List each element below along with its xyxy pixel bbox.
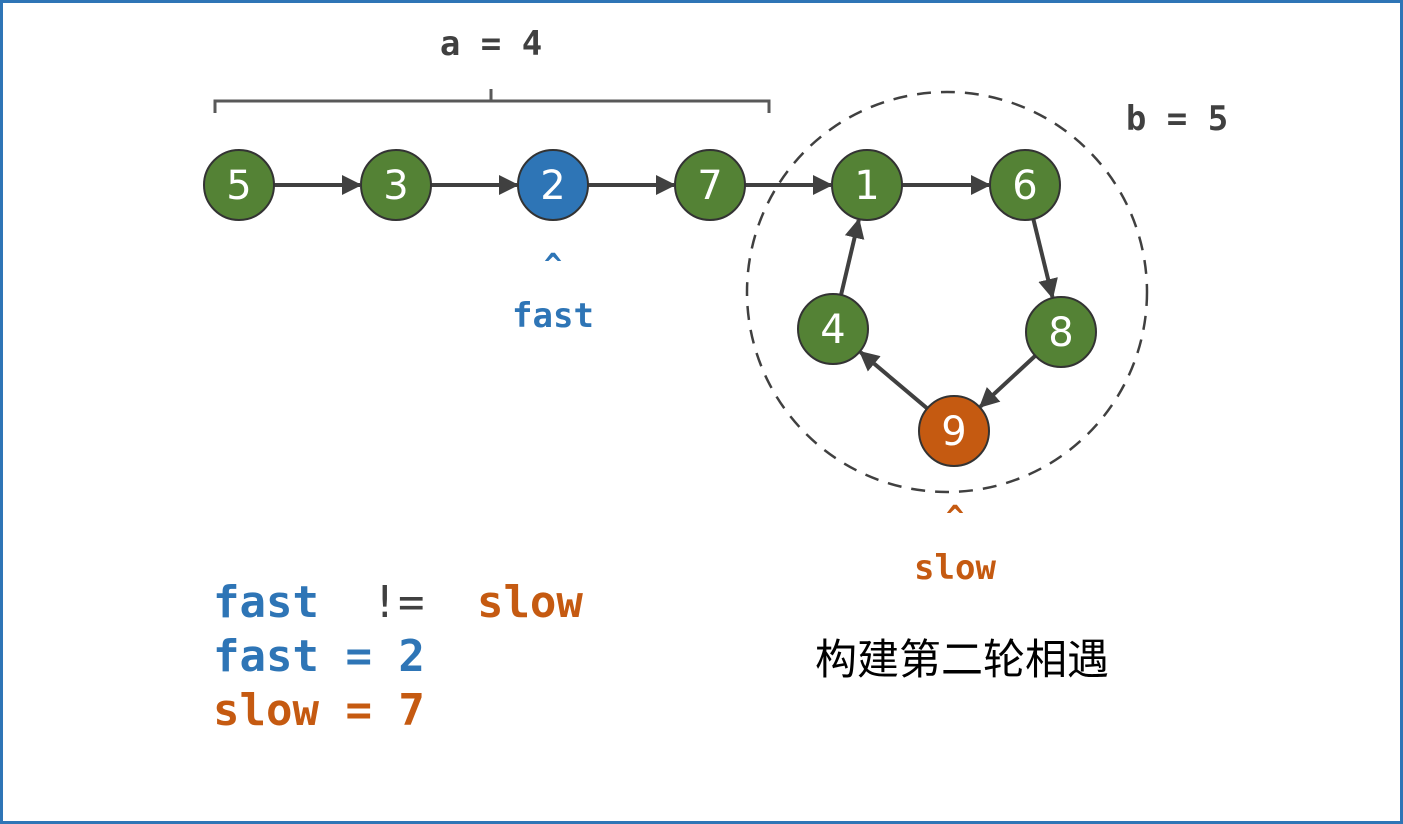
node-value: 1 — [854, 163, 879, 209]
linked-list-diagram: a = 4 b = 5 5 3 2 7 1 6 8 9 4 ^ fast ^ slow fast… — [203, 24, 1228, 736]
edge-n9-n4 — [858, 350, 929, 410]
fast-pointer-label: fast — [512, 296, 594, 336]
b-length-label: b = 5 — [1126, 99, 1228, 139]
node-value: 3 — [383, 163, 408, 209]
fast-pointer-caret: ^ — [544, 248, 562, 283]
node-circle — [797, 293, 869, 365]
edge-n4-n1 — [839, 218, 865, 296]
node-4: 4 — [797, 293, 869, 365]
edge-n6-n8 — [1031, 218, 1058, 299]
node-value: 5 — [226, 163, 251, 209]
nodes-layer: 5 3 2 7 1 6 8 9 4 — [203, 149, 1097, 467]
node-1: 1 — [831, 149, 903, 221]
node-value: 4 — [820, 307, 845, 353]
node-circle — [517, 149, 589, 221]
node-value: 8 — [1048, 310, 1073, 356]
cycle-boundary — [745, 90, 1149, 494]
node-5: 5 — [203, 149, 275, 221]
node-value: 7 — [697, 163, 722, 209]
a-brace — [213, 89, 771, 113]
node-9: 9 — [918, 395, 990, 467]
slow-pointer-label: slow — [914, 548, 996, 588]
edges-layer — [274, 175, 1058, 410]
node-circle — [674, 149, 746, 221]
a-length-label: a = 4 — [440, 24, 542, 64]
node-circle — [1025, 296, 1097, 368]
node-circle — [360, 149, 432, 221]
node-6: 6 — [989, 149, 1061, 221]
status-not-equal: != — [371, 577, 424, 628]
status-slow-value: slow = 7 — [213, 685, 425, 736]
node-circle — [918, 395, 990, 467]
node-value: 9 — [941, 409, 966, 455]
edge-n8-n9 — [978, 354, 1037, 409]
status-line-inequality: fast != slow — [213, 577, 583, 628]
slow-pointer-caret: ^ — [946, 500, 964, 535]
node-circle — [203, 149, 275, 221]
node-circle — [989, 149, 1061, 221]
status-slow-word: slow — [477, 577, 583, 628]
node-circle — [831, 149, 903, 221]
node-8: 8 — [1025, 296, 1097, 368]
status-fast-word: fast — [213, 577, 319, 628]
node-2: 2 — [517, 149, 589, 221]
node-3: 3 — [360, 149, 432, 221]
node-value: 6 — [1012, 163, 1037, 209]
diagram-caption: 构建第二轮相遇 — [815, 635, 1109, 684]
node-value: 2 — [540, 163, 565, 209]
status-fast-value: fast = 2 — [213, 631, 425, 682]
node-7: 7 — [674, 149, 746, 221]
